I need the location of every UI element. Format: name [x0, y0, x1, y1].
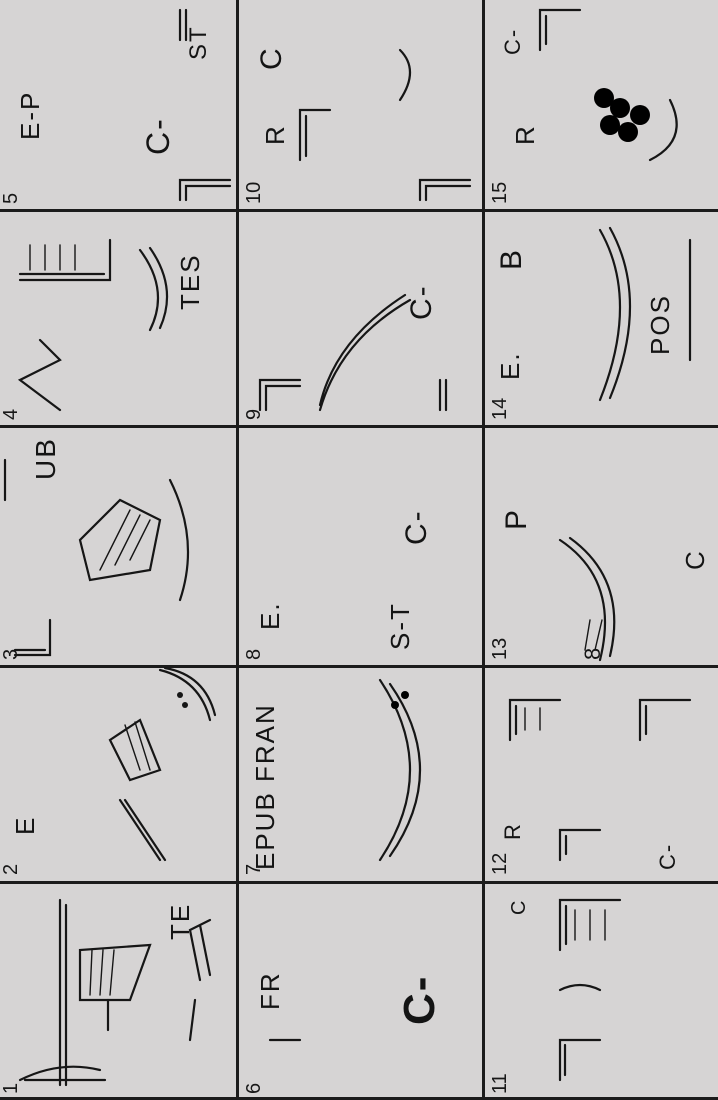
- panel-1-drawing: [20, 900, 210, 1085]
- panel-15-drawing: [540, 10, 677, 160]
- panel-3-drawing: [5, 460, 188, 655]
- panel-4-drawing: [20, 240, 167, 410]
- panel-5-drawing: [180, 10, 230, 200]
- panel-12-drawing: [510, 700, 690, 860]
- panel-2-drawing: [110, 668, 215, 860]
- panel-13-drawing: [560, 538, 614, 660]
- panel-7-drawing: [380, 680, 420, 860]
- panel-11-drawing: [560, 900, 620, 1080]
- panel-10-drawing: [300, 50, 470, 200]
- panel-9-drawing: [260, 295, 446, 410]
- panel-14-drawing: [600, 228, 690, 400]
